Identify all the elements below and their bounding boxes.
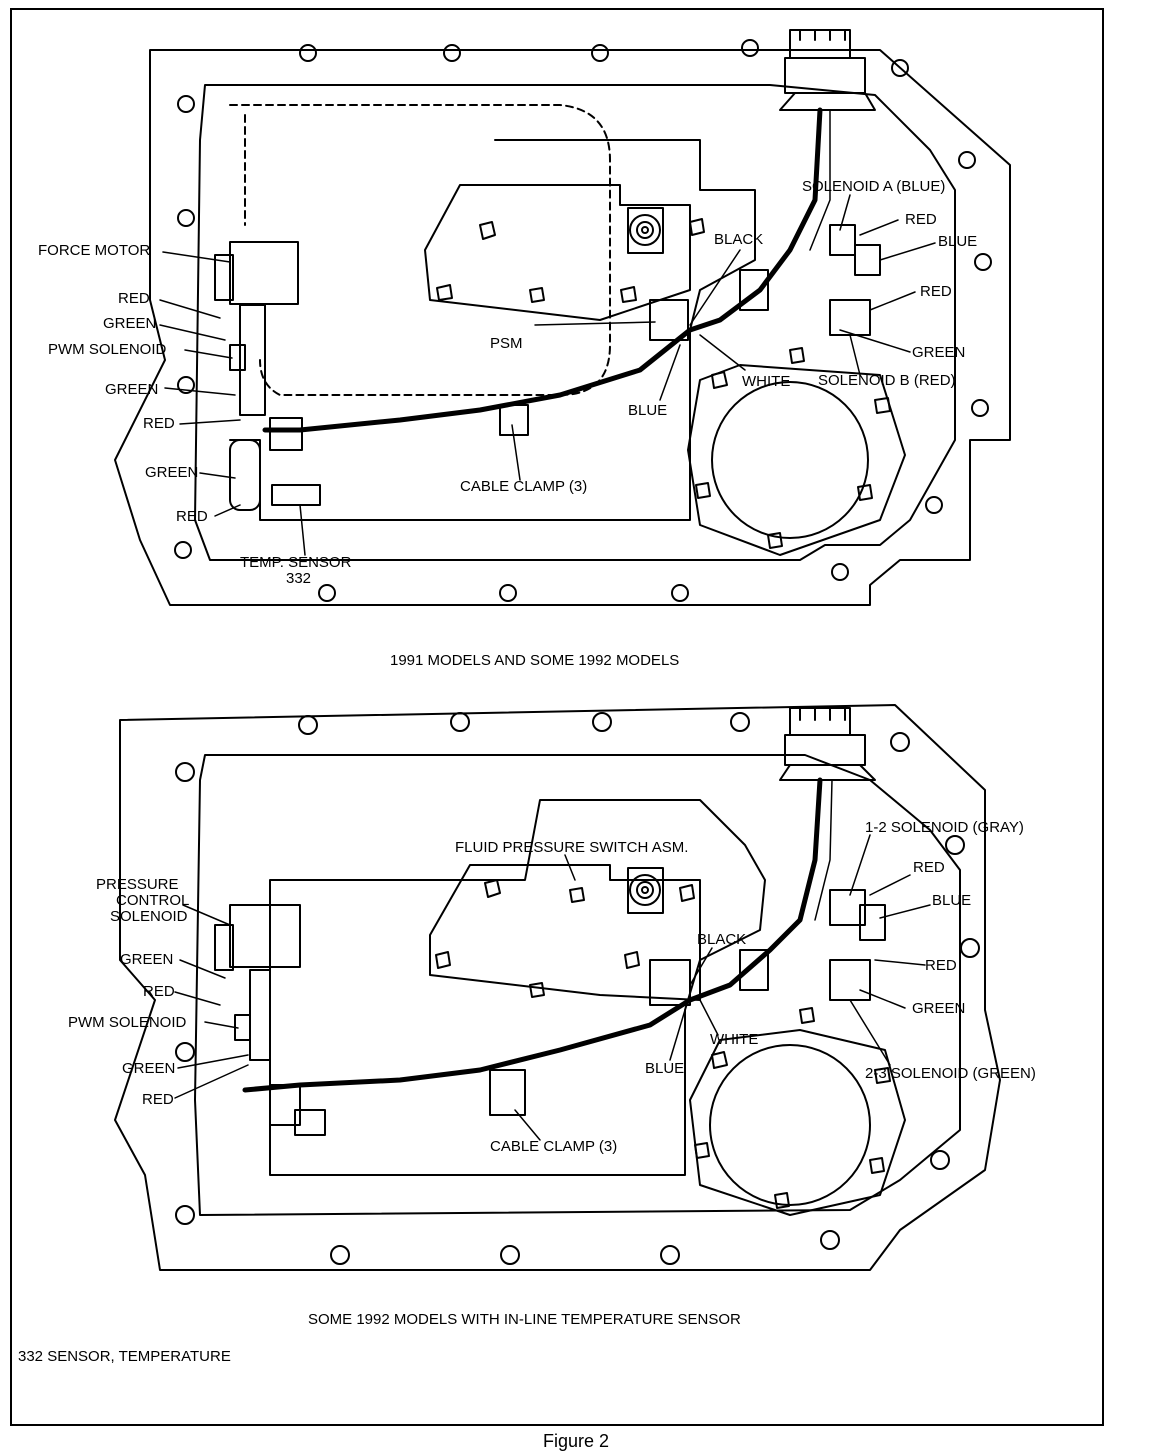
top-flange: [687, 364, 906, 556]
bottom-bolt-holes: [175, 712, 980, 1265]
bottom-valve-body-drawing: [114, 704, 1001, 1271]
top-valve-body-drawing: [114, 29, 1011, 606]
bottom-case-outline: [114, 704, 1001, 1271]
top-caption: 1991 MODELS AND SOME 1992 MODELS: [390, 652, 680, 669]
legend-note: 332 SENSOR, TEMPERATURE: [18, 1348, 231, 1365]
top-label-red-1: RED: [118, 290, 150, 307]
bottom-label-fluid-pressure-switch: FLUID PRESSURE SWITCH ASM.: [455, 839, 689, 856]
top-label-psm: PSM: [490, 335, 523, 352]
bottom-label-pressure-1: PRESSURE: [96, 876, 179, 893]
bottom-valve-body: [269, 799, 766, 1176]
bottom-harness: [242, 777, 823, 1093]
bottom-caption: SOME 1992 MODELS WITH IN-LINE TEMPERATUR…: [308, 1311, 741, 1328]
bottom-label-red-3: RED: [913, 859, 945, 876]
bottom-label-solenoid-12: 1-2 SOLENOID (GRAY): [865, 819, 1024, 836]
top-label-red-3: RED: [176, 508, 208, 525]
bottom-label-red-1: RED: [143, 983, 175, 1000]
top-label-red-4: RED: [905, 211, 937, 228]
bottom-label-pressure-3: SOLENOID: [110, 908, 188, 925]
top-label-temp-sensor-ref: 332: [286, 570, 312, 587]
bottom-label-red-4: RED: [925, 957, 957, 974]
top-label-pwm-solenoid: PWM SOLENOID: [48, 341, 167, 358]
top-valve-body: [229, 139, 756, 521]
bottom-label-green-1: GREEN: [120, 951, 174, 968]
top-valve-plate: [424, 184, 691, 321]
top-label-blue-2: BLUE: [938, 233, 978, 250]
bottom-flange: [689, 1029, 906, 1216]
top-force-motor: [229, 241, 299, 305]
top-filter-dashed: [229, 104, 611, 396]
bottom-pan-inner: [194, 754, 961, 1216]
top-pan-inner: [194, 84, 956, 561]
bottom-label-pressure-2: CONTROL: [116, 892, 190, 909]
bottom-label-blue-2: BLUE: [932, 892, 972, 909]
figure-label: Figure 2: [542, 1431, 610, 1451]
bottom-leader-lines: [174, 834, 931, 1141]
bottom-label-white: WHITE: [710, 1031, 759, 1048]
top-label-green-3: GREEN: [145, 464, 199, 481]
bottom-label-solenoid-23: 2-3 SOLENOID (GREEN): [865, 1065, 1036, 1082]
top-label-green-2: GREEN: [105, 381, 159, 398]
bottom-label-pwm-solenoid: PWM SOLENOID: [68, 1014, 187, 1031]
top-label-black: BLACK: [714, 231, 764, 248]
top-label-red-2: RED: [143, 415, 175, 432]
bottom-label-green-3: GREEN: [912, 1000, 966, 1017]
top-label-blue-1: BLUE: [628, 402, 668, 419]
top-case-outline: [114, 49, 1011, 606]
bottom-label-black: BLACK: [697, 931, 747, 948]
top-label-temp-sensor: TEMP. SENSOR: [240, 554, 352, 571]
bottom-label-blue-1: BLUE: [645, 1060, 685, 1077]
top-label-green-4: GREEN: [912, 344, 966, 361]
top-label-white: WHITE: [742, 373, 791, 390]
top-bolt-holes: [174, 39, 992, 602]
top-label-solenoid-a: SOLENOID A (BLUE): [802, 178, 946, 195]
top-label-force-motor: FORCE MOTOR: [38, 242, 151, 259]
top-label-red-5: RED: [920, 283, 952, 300]
top-label-solenoid-b: SOLENOID B (RED): [818, 372, 956, 389]
figure-frame: [10, 8, 1104, 1426]
top-leader-lines: [159, 194, 936, 556]
bottom-pressure-control-solenoid: [229, 904, 301, 968]
bottom-label-green-2: GREEN: [122, 1060, 176, 1077]
top-harness: [262, 107, 823, 433]
top-label-green-1: GREEN: [103, 315, 157, 332]
bottom-label-red-2: RED: [142, 1091, 174, 1108]
top-label-cable-clamp: CABLE CLAMP (3): [460, 478, 588, 495]
bottom-label-cable-clamp: CABLE CLAMP (3): [490, 1138, 618, 1155]
